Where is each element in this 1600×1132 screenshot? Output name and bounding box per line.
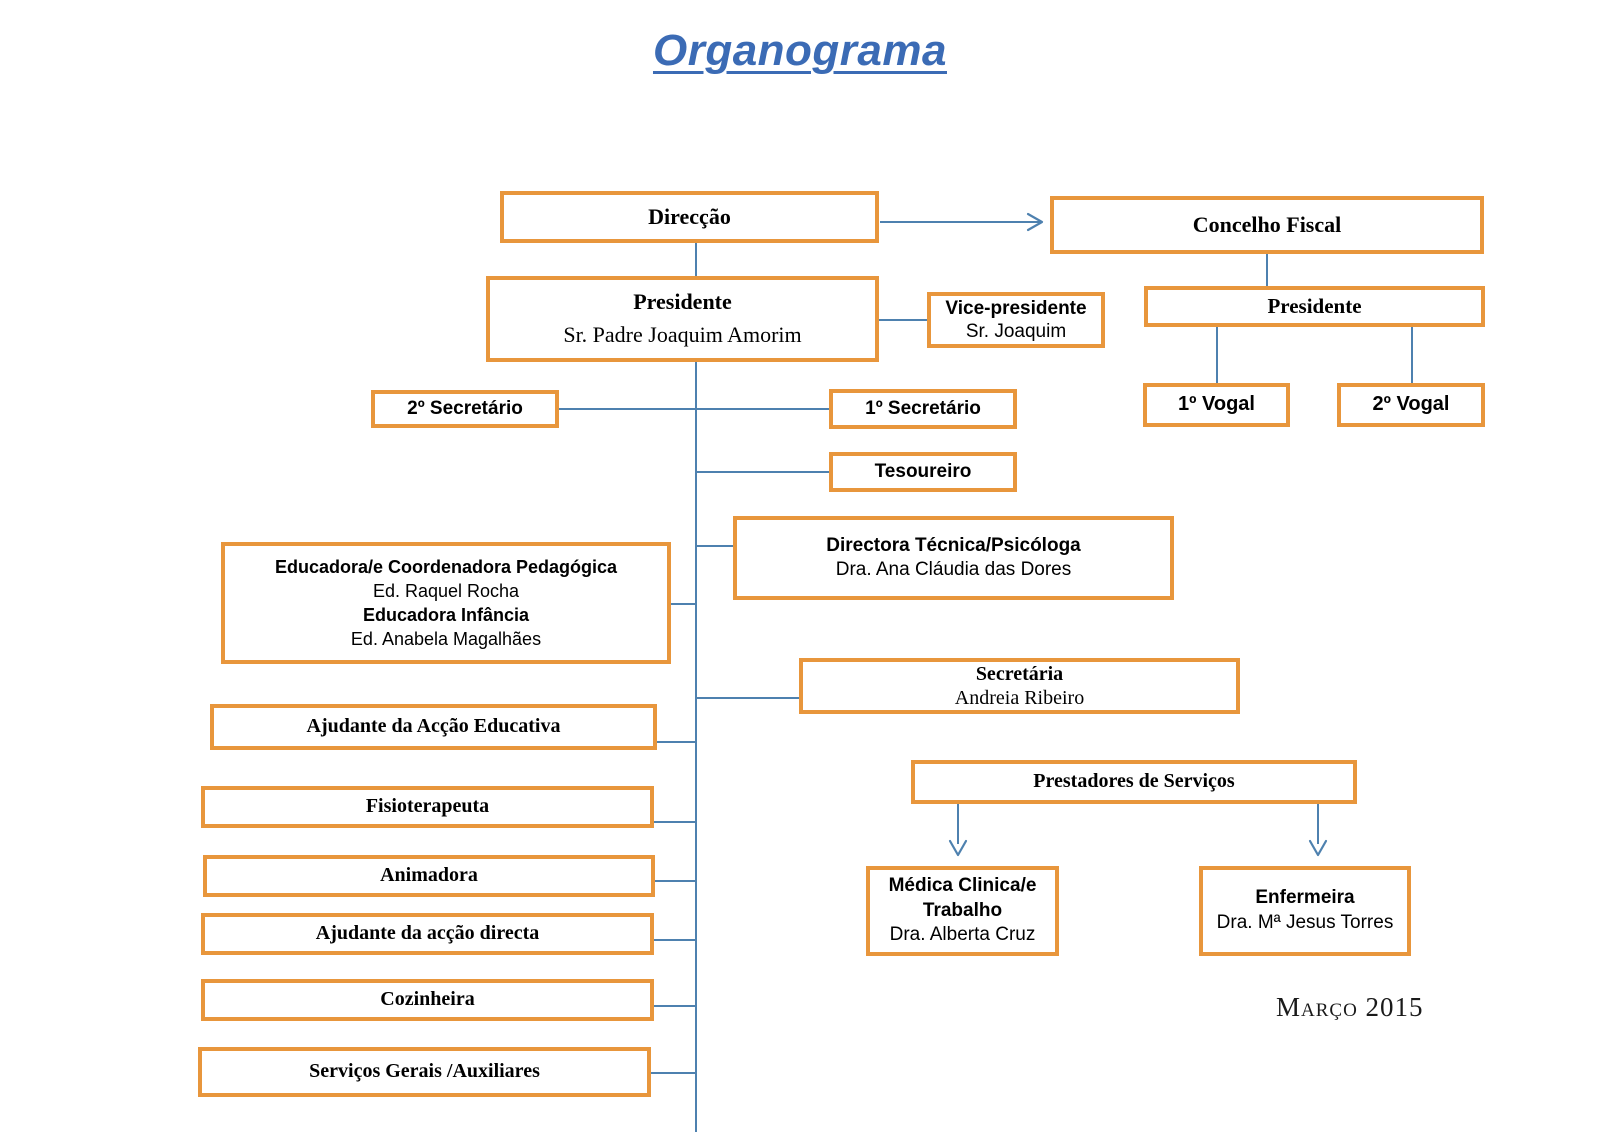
node-secretaria-subtitle: Andreia Ribeiro bbox=[954, 687, 1085, 709]
node-educadora[interactable]: Educadora/e Coordenadora Pedagógica Ed. … bbox=[221, 542, 671, 664]
arrowhead-medica-icon bbox=[948, 839, 968, 857]
node-ajudante-accao-directa[interactable]: Ajudante da acção directa bbox=[201, 913, 654, 955]
date-stamp: Março 2015 bbox=[1276, 992, 1424, 1022]
arrowhead-concelho-icon bbox=[1026, 212, 1044, 232]
connector-spine-ajudante-educ bbox=[657, 741, 696, 743]
node-directora-tecnica-subtitle: Dra. Ana Cláudia das Dores bbox=[835, 559, 1072, 580]
node-enfermeira-subtitle: Dra. Mª Jesus Torres bbox=[1216, 912, 1394, 933]
connector-spine-sec2 bbox=[558, 408, 696, 410]
connector-main-spine bbox=[695, 362, 697, 1132]
connector-spine-secretaria bbox=[695, 697, 800, 699]
node-prestadores-servicos-title: Prestadores de Serviços bbox=[1033, 770, 1235, 793]
connector-spine-directora bbox=[695, 545, 734, 547]
connector-cfpresidente-vogal1 bbox=[1216, 327, 1218, 383]
node-vice-presidente[interactable]: Vice-presidente Sr. Joaquim bbox=[927, 292, 1105, 348]
connector-spine-cozinheira bbox=[652, 1005, 696, 1007]
node-ajudante-accao-educativa-title: Ajudante da Acção Educativa bbox=[306, 715, 561, 738]
node-fisioterapeuta[interactable]: Fisioterapeuta bbox=[201, 786, 654, 828]
connector-direccao-presidente bbox=[695, 243, 697, 276]
node-cozinheira[interactable]: Cozinheira bbox=[201, 979, 654, 1021]
node-vogal-1[interactable]: 1º Vogal bbox=[1143, 383, 1290, 427]
connector-prestadores-enfermeira bbox=[1317, 804, 1319, 844]
arrowhead-enfermeira-icon bbox=[1308, 839, 1328, 857]
node-secretaria[interactable]: Secretária Andreia Ribeiro bbox=[799, 658, 1240, 714]
node-secretario-1[interactable]: 1º Secretário bbox=[829, 389, 1017, 429]
node-educadora-title-2: Educadora Infância bbox=[362, 605, 530, 625]
node-enfermeira-title: Enfermeira bbox=[1255, 887, 1355, 909]
connector-spine-animadora bbox=[654, 880, 696, 882]
node-secretario-2[interactable]: 2º Secretário bbox=[371, 390, 559, 428]
node-ajudante-accao-educativa[interactable]: Ajudante da Acção Educativa bbox=[210, 704, 657, 750]
node-direccao-title: Direcção bbox=[648, 203, 731, 229]
node-servicos-gerais[interactable]: Serviços Gerais /Auxiliares bbox=[198, 1047, 651, 1097]
node-animadora[interactable]: Animadora bbox=[203, 855, 655, 897]
node-educadora-title: Educadora/e Coordenadora Pedagógica bbox=[274, 556, 618, 577]
connector-spine-ajudante-dir bbox=[652, 939, 696, 941]
node-fisioterapeuta-title: Fisioterapeuta bbox=[365, 795, 490, 818]
node-secretario-1-title: 1º Secretário bbox=[865, 397, 981, 419]
connector-spine-sec1 bbox=[695, 408, 830, 410]
connector-presidente-vice bbox=[879, 319, 927, 321]
connector-spine-tesoureiro bbox=[695, 471, 830, 473]
node-vice-presidente-title: Vice-presidente bbox=[945, 297, 1087, 319]
node-direccao[interactable]: Direcção bbox=[500, 191, 879, 243]
connector-cfpresidente-vogal2 bbox=[1411, 327, 1413, 383]
connector-spine-educadora bbox=[668, 603, 696, 605]
node-tesoureiro-title: Tesoureiro bbox=[874, 460, 972, 482]
node-educadora-subtitle-2: Ed. Anabela Magalhães bbox=[350, 629, 542, 650]
node-presidente[interactable]: Presidente Sr. Padre Joaquim Amorim bbox=[486, 276, 879, 362]
node-directora-tecnica[interactable]: Directora Técnica/Psicóloga Dra. Ana Clá… bbox=[733, 516, 1174, 600]
connector-prestadores-medica bbox=[957, 804, 959, 844]
node-servicos-gerais-title: Serviços Gerais /Auxiliares bbox=[309, 1060, 540, 1083]
node-secretario-2-title: 2º Secretário bbox=[407, 397, 523, 419]
node-concelho-fiscal[interactable]: Concelho Fiscal bbox=[1050, 196, 1484, 254]
connector-spine-fisio bbox=[654, 821, 696, 823]
node-presidente-title: Presidente bbox=[633, 289, 732, 315]
node-vogal-2[interactable]: 2º Vogal bbox=[1337, 383, 1485, 427]
node-medica-clinica-title: Médica Clinica/e Trabalho bbox=[888, 874, 1037, 921]
node-ajudante-accao-directa-title: Ajudante da acção directa bbox=[315, 922, 540, 945]
node-secretaria-title: Secretária bbox=[975, 662, 1064, 685]
node-cf-presidente-title: Presidente bbox=[1267, 294, 1362, 319]
node-prestadores-servicos[interactable]: Prestadores de Serviços bbox=[911, 760, 1357, 804]
page-title: Organograma bbox=[652, 26, 947, 75]
node-cf-presidente[interactable]: Presidente bbox=[1144, 286, 1485, 327]
node-presidente-subtitle: Sr. Padre Joaquim Amorim bbox=[563, 322, 802, 348]
node-medica-clinica-subtitle: Dra. Alberta Cruz bbox=[889, 924, 1036, 946]
connector-spine-servicos bbox=[650, 1072, 696, 1074]
connector-concelho-cfpresidente bbox=[1266, 254, 1268, 286]
node-vogal-2-title: 2º Vogal bbox=[1372, 393, 1450, 416]
node-medica-clinica[interactable]: Médica Clinica/e Trabalho Dra. Alberta C… bbox=[866, 866, 1059, 956]
node-enfermeira[interactable]: Enfermeira Dra. Mª Jesus Torres bbox=[1199, 866, 1411, 956]
node-animadora-title: Animadora bbox=[380, 864, 478, 887]
node-concelho-fiscal-title: Concelho Fiscal bbox=[1192, 211, 1342, 237]
node-vogal-1-title: 1º Vogal bbox=[1178, 393, 1255, 416]
connector-direccao-concelho bbox=[880, 221, 1040, 223]
node-directora-tecnica-title: Directora Técnica/Psicóloga bbox=[826, 535, 1081, 557]
node-tesoureiro[interactable]: Tesoureiro bbox=[829, 452, 1017, 492]
node-vice-presidente-subtitle: Sr. Joaquim bbox=[965, 321, 1067, 342]
node-educadora-subtitle: Ed. Raquel Rocha bbox=[372, 580, 520, 601]
node-cozinheira-title: Cozinheira bbox=[380, 988, 475, 1011]
